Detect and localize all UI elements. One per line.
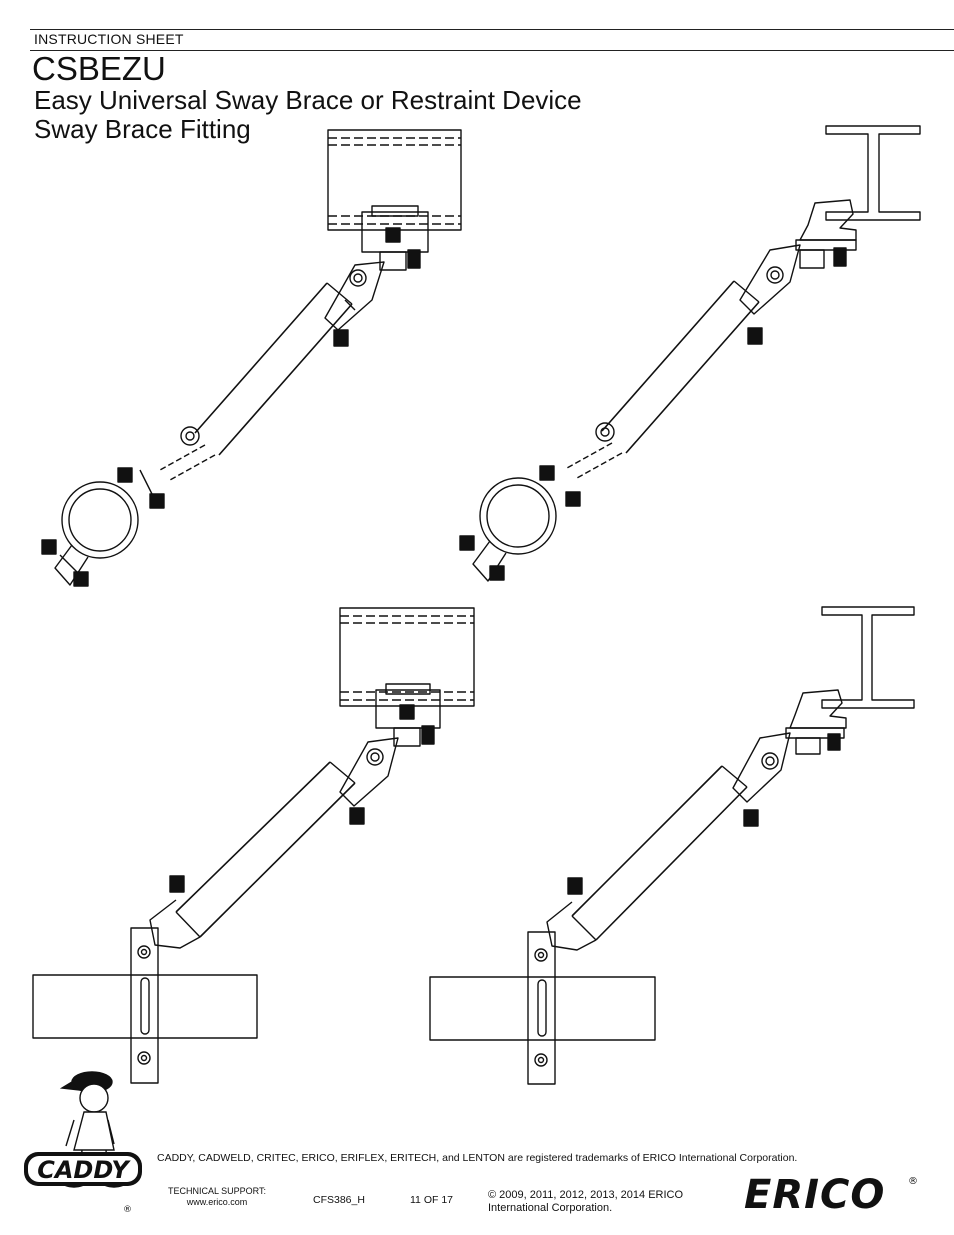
strut-attachment-strut-clamp-icon — [32, 607, 475, 1084]
document-number: CFS386_H — [313, 1194, 365, 1206]
copyright-line-1: © 2009, 2011, 2012, 2013, 2014 ERICO — [488, 1189, 684, 1201]
beam-clamp-pipe-clamp-icon — [459, 125, 921, 582]
product-code: CSBEZU — [32, 50, 166, 87]
svg-text:CADDY: CADDY — [37, 1156, 131, 1184]
caddy-logo: CADDY ® — [24, 1071, 142, 1215]
trademark-notice: CADDY, CADWELD, CRITEC, ERICO, ERIFLEX, … — [157, 1152, 798, 1164]
technical-support-label: TECHNICAL SUPPORT: — [168, 1186, 267, 1196]
subtitle-line-2: Sway Brace Fitting — [34, 114, 251, 144]
copyright-line-2: International Corporation. — [488, 1202, 613, 1214]
svg-text:®: ® — [123, 1205, 132, 1215]
beam-clamp-strut-clamp-icon — [429, 606, 915, 1085]
technical-support: TECHNICAL SUPPORT: www.erico.com — [168, 1186, 266, 1208]
page-number: 11 OF 17 — [410, 1194, 453, 1206]
top-rule — [30, 29, 954, 30]
svg-text:®: ® — [908, 1176, 918, 1187]
erico-logo: ERICO ® — [744, 1172, 918, 1214]
support-url[interactable]: www.erico.com — [186, 1197, 248, 1207]
strut-attachment-pipe-clamp-icon — [41, 129, 462, 587]
svg-text:ERICO: ERICO — [744, 1172, 885, 1214]
subtitle-line-1: Easy Universal Sway Brace or Restraint D… — [34, 85, 582, 115]
header-rule — [30, 50, 954, 51]
copyright-notice: © 2009, 2011, 2012, 2013, 2014 ERICO Int… — [488, 1189, 728, 1215]
sheet-label: INSTRUCTION SHEET — [34, 31, 184, 47]
